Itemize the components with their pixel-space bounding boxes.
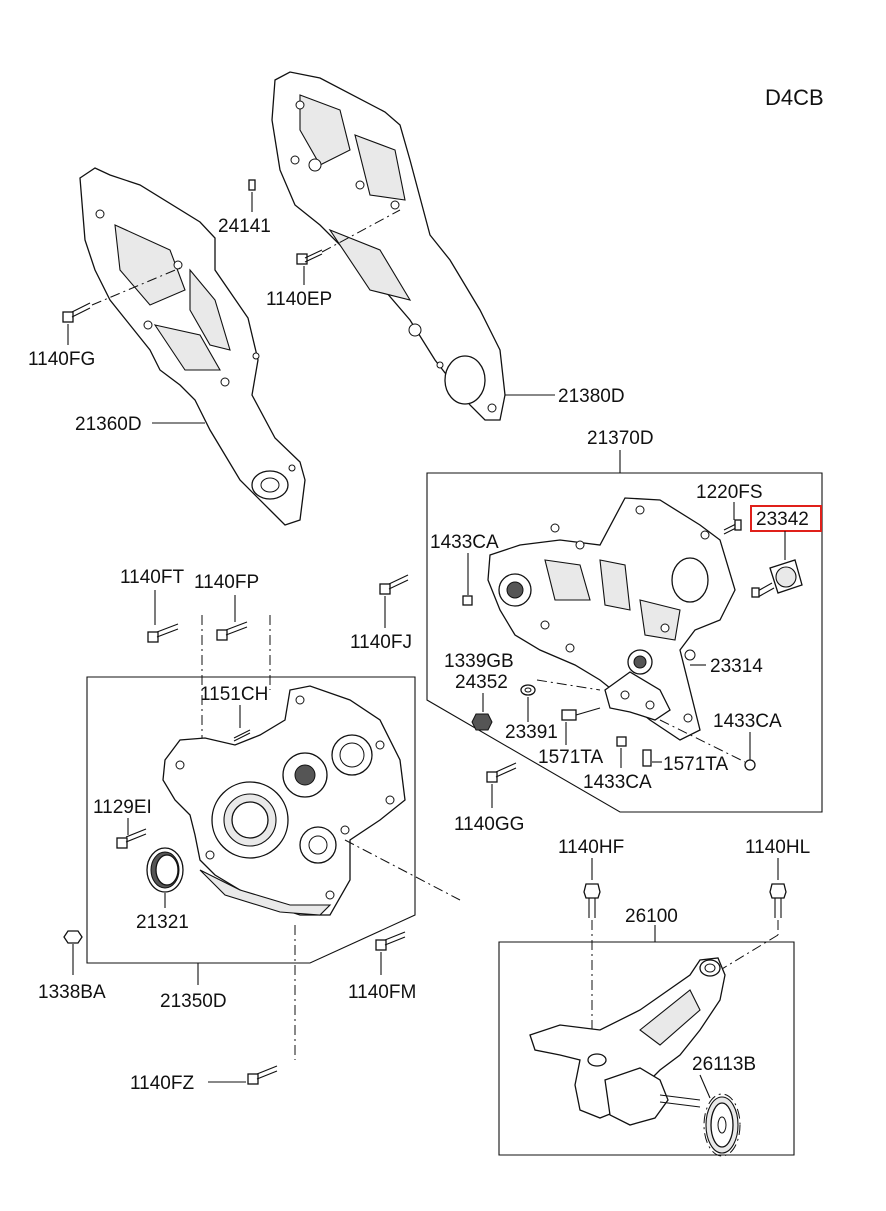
label-23342[interactable]: 23342 xyxy=(756,509,809,530)
label-1129EI[interactable]: 1129EI xyxy=(93,797,152,818)
label-1151CH[interactable]: 1151CH xyxy=(200,684,268,705)
oil-pump-26100[interactable] xyxy=(529,957,726,1126)
label-1140EP[interactable]: 1140EP xyxy=(266,289,332,310)
label-1339GB[interactable]: 1339GB xyxy=(444,651,514,672)
label-1433CA-c[interactable]: 1433CA xyxy=(713,711,782,732)
plug-1571TA-a[interactable] xyxy=(561,707,601,721)
label-1140FZ[interactable]: 1140FZ xyxy=(130,1073,194,1094)
label-1571TA-b[interactable]: 1571TA xyxy=(663,754,728,775)
pin-1151CH[interactable] xyxy=(233,729,251,742)
dowel-1433CA-b[interactable] xyxy=(616,736,627,747)
timing-cover-upper-right[interactable] xyxy=(271,71,506,421)
idler-gear-23342[interactable] xyxy=(751,559,803,598)
dowel-1433CA-a[interactable] xyxy=(462,595,473,606)
timing-cover-inner[interactable] xyxy=(487,497,736,741)
label-24352[interactable]: 24352 xyxy=(455,672,508,693)
bolt-1140FJ[interactable] xyxy=(379,574,409,595)
nut-24352[interactable] xyxy=(471,713,493,731)
bracket-23314[interactable] xyxy=(604,671,671,721)
label-23391[interactable]: 23391 xyxy=(505,722,558,743)
label-1433CA-b[interactable]: 1433CA xyxy=(583,772,652,793)
bolt-1220FS[interactable] xyxy=(723,519,742,535)
label-1140FT[interactable]: 1140FT xyxy=(120,567,184,588)
sprocket-26113B[interactable] xyxy=(703,1093,741,1157)
label-1140HL[interactable]: 1140HL xyxy=(745,837,810,858)
label-21360D[interactable]: 21360D xyxy=(75,414,142,435)
bolt-1140FP[interactable] xyxy=(216,621,248,641)
label-1220FS[interactable]: 1220FS xyxy=(696,482,763,503)
bolt-1140FG[interactable] xyxy=(62,302,91,323)
bolt-1140FZ[interactable] xyxy=(247,1065,278,1085)
label-1140GG[interactable]: 1140GG xyxy=(454,814,524,835)
bolt-1140FM[interactable] xyxy=(375,931,406,951)
label-26100[interactable]: 26100 xyxy=(625,906,678,927)
engine-code: D4CB xyxy=(765,85,824,110)
label-23314[interactable]: 23314 xyxy=(710,656,763,677)
label-26113B[interactable]: 26113B xyxy=(692,1054,756,1075)
bolt-1140EP[interactable] xyxy=(296,249,323,265)
label-24141[interactable]: 24141 xyxy=(218,216,271,237)
label-1140FJ[interactable]: 1140FJ xyxy=(350,632,412,653)
box-21370D xyxy=(426,472,823,813)
dowel-pin[interactable] xyxy=(248,179,256,191)
label-1140FP[interactable]: 1140FP xyxy=(194,572,259,593)
label-1140FM[interactable]: 1140FM xyxy=(348,982,416,1003)
bolt-1140HF[interactable] xyxy=(583,883,601,918)
front-cover-lower[interactable] xyxy=(162,685,406,916)
box-26100 xyxy=(498,941,795,1156)
bolt-1140HL[interactable] xyxy=(769,883,787,918)
label-21350D[interactable]: 21350D xyxy=(160,991,227,1012)
plug-1338BA[interactable] xyxy=(63,930,83,944)
label-21370D[interactable]: 21370D xyxy=(587,428,654,449)
label-1433CA-a[interactable]: 1433CA xyxy=(430,532,499,553)
label-21321[interactable]: 21321 xyxy=(136,912,189,933)
label-1338BA[interactable]: 1338BA xyxy=(38,982,106,1003)
highlight-23342 xyxy=(750,505,822,532)
bolt-1140GG[interactable] xyxy=(486,762,517,783)
label-1140FG[interactable]: 1140FG xyxy=(28,349,95,370)
oil-seal-21321[interactable] xyxy=(146,847,184,893)
plug-1571TA-b[interactable] xyxy=(642,749,652,767)
dowel-1433CA-c[interactable] xyxy=(744,759,756,771)
timing-cover-upper-left[interactable] xyxy=(79,167,306,526)
label-1140HF[interactable]: 1140HF xyxy=(558,837,624,858)
label-1571TA-a[interactable]: 1571TA xyxy=(538,747,603,768)
label-21380D[interactable]: 21380D xyxy=(558,386,625,407)
box-21350D xyxy=(86,676,416,964)
bolt-1140FT[interactable] xyxy=(147,623,179,643)
bolt-1129EI[interactable] xyxy=(116,828,147,849)
